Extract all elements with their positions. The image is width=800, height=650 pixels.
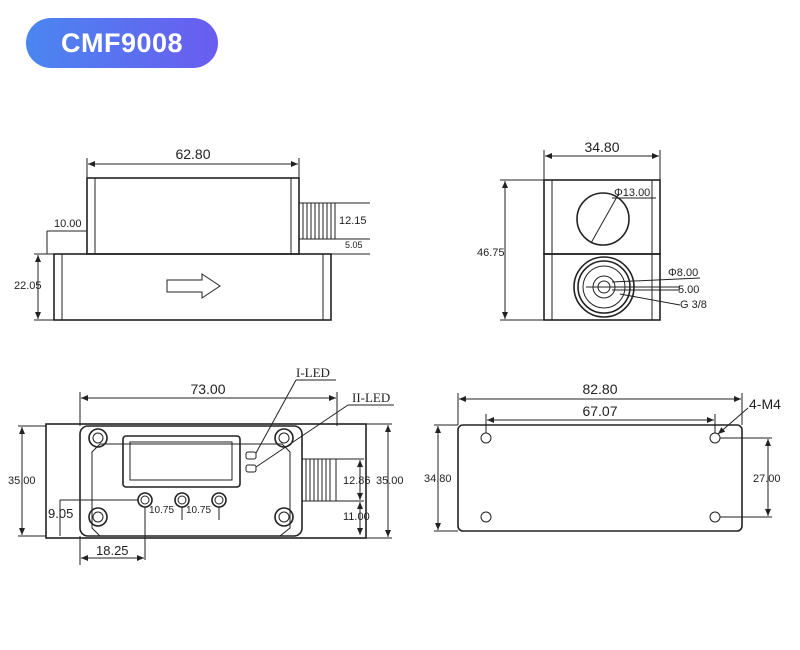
front-display-screen xyxy=(129,441,233,481)
dim-end-thread-spec: G 3/8 xyxy=(680,299,707,311)
model-badge: CMF9008 xyxy=(26,18,218,68)
label-led-2: II-LED xyxy=(352,390,390,405)
dim-bottom-height: 34.80 xyxy=(424,473,452,485)
side-view: 62.80 12.15 5.05 10.00 22.05 xyxy=(14,146,370,321)
led-1 xyxy=(245,451,257,460)
dim-bottom-hole-spacing-y: 27.00 xyxy=(753,473,781,485)
dim-side-base-height: 22.05 xyxy=(14,280,42,292)
dim-front-height: 35.00 xyxy=(8,475,36,487)
end-view: Φ13.00 Φ8.00 5.00 G 3/8 34.80 46.75 xyxy=(477,139,707,321)
front-corner-screws xyxy=(88,428,294,527)
dim-front-length: 73.00 xyxy=(190,381,225,397)
dim-front-thread-bottom: 11.00 xyxy=(343,511,370,523)
dim-side-thread-height: 12.15 xyxy=(339,215,367,227)
side-sensor-body xyxy=(86,177,300,255)
led-2 xyxy=(245,464,257,473)
front-view: I-LED II-LED 73.00 35.00 xyxy=(8,365,404,565)
dim-bottom-hole-spacing-x: 67.07 xyxy=(582,403,617,419)
dim-end-hole-small: Φ8.00 xyxy=(668,267,698,279)
dim-end-inner: 5.00 xyxy=(678,284,699,296)
dim-side-length: 62.80 xyxy=(175,146,210,162)
dim-front-button-spacing-2: 10.75 xyxy=(186,505,211,516)
end-port xyxy=(573,256,680,318)
bottom-mount-holes xyxy=(480,432,721,523)
front-base-plate xyxy=(45,423,367,539)
front-display-frame xyxy=(122,435,241,488)
bottom-plate xyxy=(457,424,743,532)
dim-front-button-offset-x: 18.25 xyxy=(96,543,129,558)
label-mount-holes: 4-M4 xyxy=(749,396,781,412)
end-large-hole xyxy=(576,192,630,246)
dim-side-top-offset: 10.00 xyxy=(54,218,82,230)
dim-front-right-height: 35.00 xyxy=(376,475,404,487)
front-thread-fitting xyxy=(301,458,337,502)
dim-front-thread-height: 12.86 xyxy=(343,475,371,487)
dim-end-height: 46.75 xyxy=(477,247,505,259)
dim-side-thread-offset: 5.05 xyxy=(345,240,363,250)
dim-bottom-length: 82.80 xyxy=(582,381,617,397)
flow-direction-arrow xyxy=(166,273,221,299)
dim-end-hole-large: Φ13.00 xyxy=(614,187,650,199)
label-led-1: I-LED xyxy=(296,365,330,380)
side-thread-fitting xyxy=(298,202,336,240)
dim-front-button-spacing-1: 10.75 xyxy=(149,505,174,516)
bottom-view: 82.80 67.07 34.80 27.00 4-M4 xyxy=(424,381,781,532)
dim-front-button-offset-y: 9.05 xyxy=(48,506,73,521)
dim-end-width: 34.80 xyxy=(584,139,619,155)
side-base-block xyxy=(53,253,332,321)
